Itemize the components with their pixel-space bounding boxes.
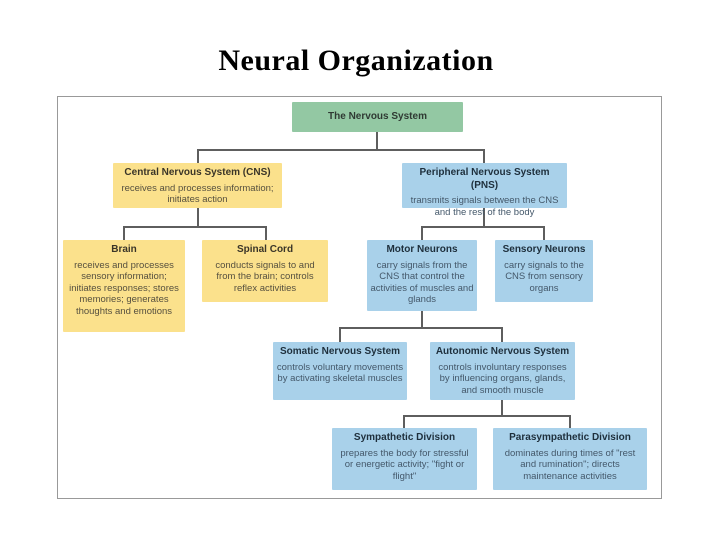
node-cns-title: Central Nervous System (CNS) — [124, 167, 271, 178]
node-autonomic-title: Autonomic Nervous System — [435, 346, 570, 357]
node-somatic: Somatic Nervous System controls voluntar… — [273, 342, 407, 400]
connector-nervoussystem-branch — [197, 149, 485, 151]
node-spinal-cord-title: Spinal Cord — [236, 244, 294, 255]
node-sympathetic-title: Sympathetic Division — [353, 432, 456, 443]
connector-nervoussystem-stem — [376, 132, 378, 150]
connector-cns-branch — [123, 226, 267, 228]
connector-pns-branch — [421, 226, 545, 228]
node-sensory-neurons: Sensory Neurons carry signals to the CNS… — [495, 240, 593, 302]
node-sympathetic: Sympathetic Division prepares the body f… — [332, 428, 477, 490]
connector-drop-spinal-cord — [265, 226, 267, 240]
connector-drop-sympathetic — [403, 415, 405, 428]
connector-drop-parasympathetic — [569, 415, 571, 428]
node-parasympathetic: Parasympathetic Division dominates durin… — [493, 428, 647, 490]
connector-drop-brain — [123, 226, 125, 240]
page-title: Neural Organization — [218, 44, 494, 77]
connector-pns-stem — [483, 208, 485, 227]
connector-drop-pns — [483, 149, 485, 163]
node-cns-desc: receives and processes information; init… — [121, 182, 274, 206]
node-cns: Central Nervous System (CNS) receives an… — [113, 163, 282, 208]
node-brain: Brain receives and processes sensory inf… — [63, 240, 185, 332]
node-sensory-neurons-title: Sensory Neurons — [502, 244, 586, 255]
node-brain-title: Brain — [111, 244, 137, 255]
node-pns: Peripheral Nervous System (PNS) transmit… — [402, 163, 567, 218]
node-brain-desc: receives and processes sensory informati… — [69, 259, 179, 317]
connector-motor-branch — [339, 327, 503, 329]
connector-cns-stem — [197, 208, 199, 227]
node-motor-neurons-title: Motor Neurons — [386, 244, 458, 255]
node-parasympathetic-title: Parasympathetic Division — [509, 432, 631, 443]
connector-drop-cns — [197, 149, 199, 163]
node-nervous-system: The Nervous System — [292, 102, 463, 132]
node-somatic-desc: controls voluntary movements by activati… — [276, 361, 404, 385]
connector-drop-somatic — [339, 327, 341, 342]
node-parasympathetic-desc: dominates during times of "rest and rumi… — [504, 447, 636, 482]
connector-autonomic-branch — [403, 415, 571, 417]
node-nervous-system-title: The Nervous System — [328, 110, 427, 122]
node-pns-title: Peripheral Nervous System (PNS) — [419, 167, 550, 191]
node-sensory-neurons-desc: carry signals to the CNS from sensory or… — [504, 259, 584, 294]
connector-autonomic-stem — [501, 400, 503, 416]
node-autonomic-desc: controls involuntary responses by influe… — [438, 361, 567, 396]
node-motor-neurons-desc: carry signals from the CNS that control … — [370, 259, 474, 306]
node-sympathetic-desc: prepares the body for stressful or energ… — [340, 447, 469, 482]
connector-drop-autonomic — [501, 327, 503, 342]
connector-motor-stem — [421, 311, 423, 328]
node-motor-neurons: Motor Neurons carry signals from the CNS… — [367, 240, 477, 311]
node-spinal-cord-desc: conducts signals to and from the brain; … — [215, 259, 315, 294]
connector-drop-sensory — [543, 226, 545, 240]
connector-drop-motor — [421, 226, 423, 240]
node-somatic-title: Somatic Nervous System — [279, 346, 401, 357]
node-autonomic: Autonomic Nervous System controls involu… — [430, 342, 575, 400]
node-pns-desc: transmits signals between the CNS and th… — [410, 195, 559, 218]
node-spinal-cord: Spinal Cord conducts signals to and from… — [202, 240, 328, 302]
